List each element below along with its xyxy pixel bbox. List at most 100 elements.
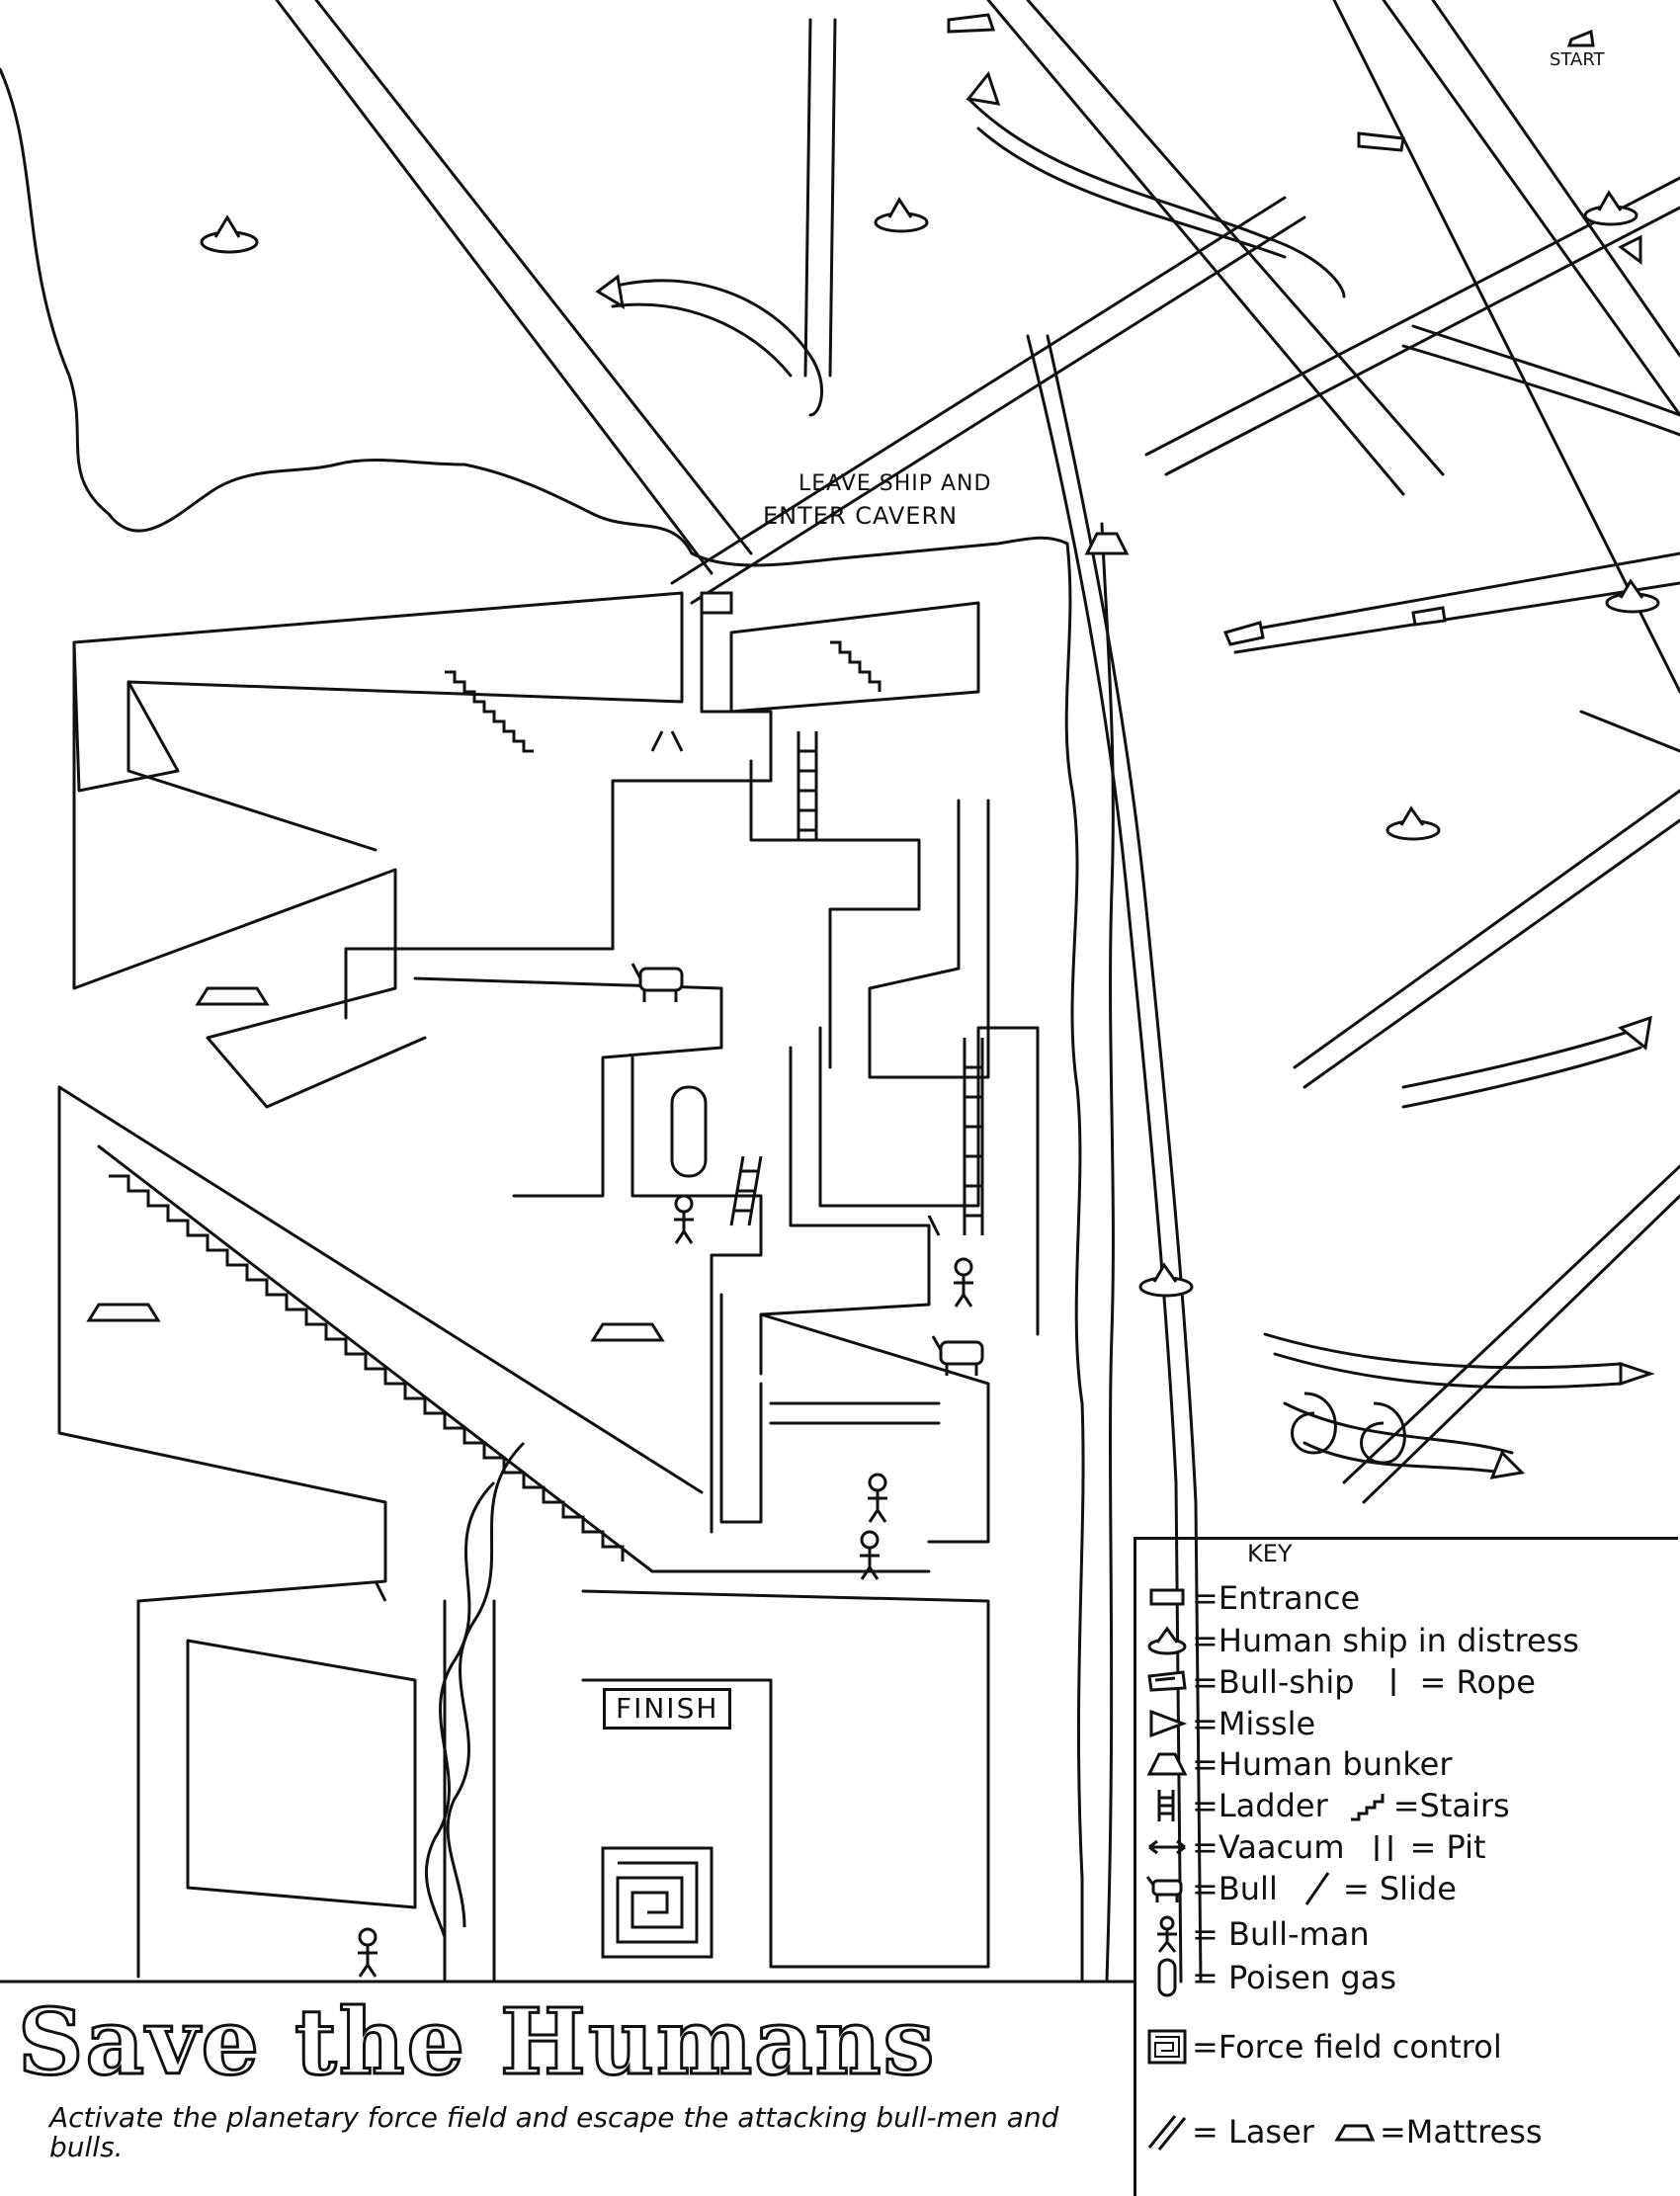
slide-icon (1304, 1872, 1330, 1905)
human-ship-icon (1138, 1262, 1194, 1298)
stairs-icon (830, 640, 882, 692)
laser-beam (986, 0, 1445, 496)
key-label: =Vaacum (1192, 1828, 1345, 1866)
maze-wall (186, 1639, 417, 1909)
bull-ship-icon (1222, 621, 1265, 646)
ladder-icon (729, 1155, 763, 1226)
key-row: = Bull-man (1144, 1911, 1370, 1957)
key-label: =Human ship in distress (1192, 1622, 1579, 1659)
bull-ship-icon (1566, 29, 1595, 47)
key-label: =Force field control (1192, 2028, 1502, 2066)
laser-beam (1293, 789, 1680, 1089)
stairs-icon (445, 670, 534, 753)
bull-ship-icon (1357, 131, 1405, 152)
key-row: =Bull-ship= Rope (1144, 1659, 1536, 1705)
human-ship-icon (1605, 578, 1660, 614)
key-label: = Bull-man (1192, 1915, 1370, 1953)
bull-ship-icon (947, 13, 996, 34)
missile-icon (1618, 234, 1642, 265)
human-ship-icon (874, 197, 929, 233)
stairs-icon (109, 1174, 625, 1562)
key-row: = Poisen gas (1144, 1955, 1396, 2000)
missile-icon (1619, 1361, 1655, 1387)
enter-cavern-label: ENTER CAVERN (763, 502, 959, 530)
key-row: =Ladder=Stairs (1144, 1783, 1510, 1828)
mattress-icon (86, 1303, 161, 1322)
missile-icon (1149, 1709, 1188, 1738)
bull-man-icon (674, 1194, 694, 1244)
entrance-icon (1149, 1588, 1185, 1606)
maze-wall (126, 680, 378, 852)
laser-beam (275, 0, 753, 575)
cavern-right-wall (1064, 542, 1085, 1984)
poison-gas-icon (1157, 1958, 1177, 1997)
key-label: = Poisen gas (1192, 1959, 1397, 1996)
key-label: =Bull (1192, 1870, 1278, 1907)
key-label: = Slide (1342, 1870, 1457, 1907)
human-ship-icon (1583, 190, 1638, 226)
maze-wall (57, 1085, 931, 1573)
poison-gas-trail (446, 1441, 526, 1928)
maze-wall (57, 1085, 387, 1979)
ladder-icon (1157, 1790, 1175, 1821)
bull-man-icon (1157, 1915, 1177, 1953)
vacuum-icon (1148, 1839, 1186, 1855)
rope-icon (1391, 1668, 1395, 1696)
key-label: =Human bunker (1192, 1745, 1453, 1783)
missile-trail (1401, 1026, 1642, 1109)
missile-trail (1401, 324, 1680, 437)
key-row: =Force field control (1144, 2024, 1502, 2069)
maze-wall (729, 601, 980, 714)
key-row: = Laser =Mattress (1144, 2109, 1543, 2154)
poison-gas-trail (425, 1480, 496, 1938)
key-legend (1134, 1537, 1678, 2196)
laser-icon (1147, 2115, 1187, 2151)
human-ship-icon (1386, 805, 1441, 841)
laser-beam (1233, 551, 1680, 654)
poison-gas-curl (1291, 1392, 1337, 1455)
bull-ship-icon (1147, 1670, 1187, 1692)
laser-beam (1382, 0, 1680, 417)
maze-wall (443, 1599, 496, 1984)
laser-beam (1144, 176, 1680, 476)
key-label: = Rope (1419, 1663, 1536, 1701)
maze-wall (581, 1589, 990, 1969)
key-title: KEY (1247, 1540, 1293, 1567)
maze-wall (759, 1046, 931, 1376)
missile-trail (611, 279, 824, 417)
missile-icon (966, 70, 1001, 106)
missile-trail (966, 97, 1346, 298)
bull-man-icon (868, 1473, 887, 1523)
key-row: =Entrance (1144, 1575, 1360, 1621)
mattress-icon (195, 986, 270, 1006)
maze-wall (769, 1401, 941, 1425)
bull-icon (630, 963, 684, 1002)
maze-wall (72, 640, 427, 1109)
mattress-icon (1334, 2124, 1376, 2142)
bull-ship-icon (1411, 606, 1447, 627)
key-label: =Ladder (1192, 1787, 1328, 1824)
maze-wall (72, 591, 684, 793)
force-field-control-icon (601, 1846, 714, 1959)
human-bunker-icon (1084, 532, 1130, 555)
entrance-icon (700, 591, 733, 615)
ladder-icon (963, 1038, 984, 1235)
missile-trail (1283, 1401, 1514, 1475)
ladder-icon (797, 731, 818, 840)
maze-wall (749, 759, 921, 1069)
maze-wall (413, 976, 723, 1198)
cavern-right-wall-2 (1100, 522, 1115, 1984)
human-ship-icon (200, 214, 259, 254)
poison-gas-icon (670, 1085, 708, 1178)
key-label: =Entrance (1192, 1579, 1361, 1617)
key-label: = Pit (1409, 1828, 1486, 1866)
key-label: = Laser (1192, 2113, 1314, 2151)
key-label: =Mattress (1379, 2113, 1543, 2151)
missile-trail (803, 18, 837, 378)
bull-icon (931, 1335, 984, 1376)
missile-icon (1617, 1015, 1652, 1051)
maze-wall (759, 1312, 990, 1544)
key-label: =Missle (1192, 1705, 1316, 1742)
slide-mark (650, 730, 684, 752)
